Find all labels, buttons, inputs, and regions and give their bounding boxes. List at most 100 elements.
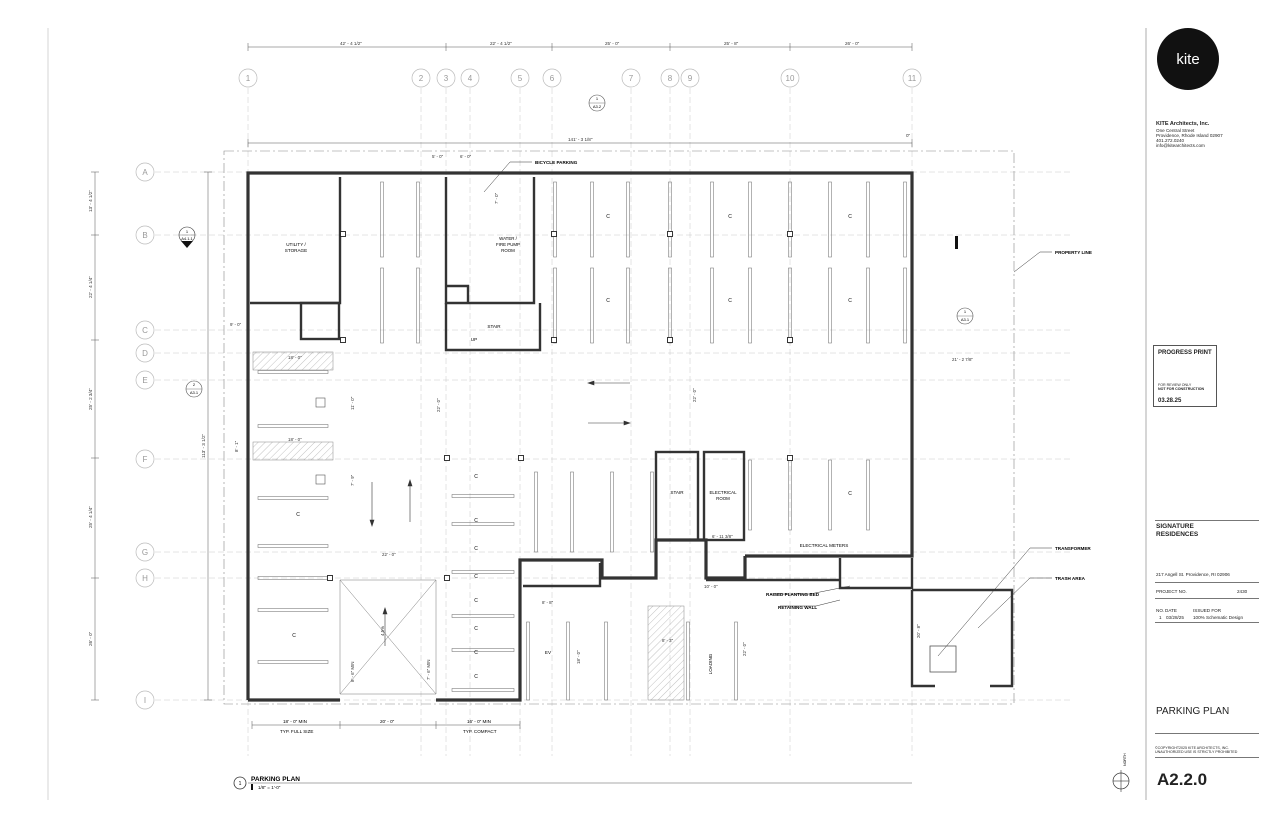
room-ev: EV	[545, 650, 552, 655]
left-dim-4: 25' - 4 1/4"	[88, 506, 93, 528]
section-cut-mark	[955, 236, 958, 249]
compact-stall-mark: C	[474, 626, 478, 632]
stall-divider	[570, 471, 574, 553]
stall-divider	[748, 181, 752, 258]
stall-divider	[828, 267, 832, 344]
issues-header-no: NO.	[1156, 608, 1165, 613]
col-grid-bubble	[436, 68, 456, 88]
firm-phone: 401.272.0240	[1156, 138, 1185, 143]
col-grid-bubble	[902, 68, 922, 88]
compact-stall-mark: C	[606, 298, 610, 304]
stall-divider	[553, 181, 557, 258]
callout-leaders	[483, 161, 1052, 657]
row-grid-bubble	[135, 370, 155, 390]
logo-text: kite	[1176, 50, 1200, 68]
stall-divider	[526, 621, 530, 701]
svg-text:1: 1	[596, 96, 599, 101]
stall-divider	[668, 181, 672, 258]
callout-bicycle: BICYCLE PARKING	[535, 160, 578, 165]
compact-stall-mark: C	[474, 518, 478, 524]
row-grid-bubble	[135, 162, 155, 182]
svg-text:1: 1	[186, 229, 189, 234]
top-dim-1: 42' - 4 1/2"	[340, 41, 362, 46]
structural-column	[787, 231, 793, 237]
callout-property-line: PROPERTY LINE	[1055, 250, 1092, 255]
callout-trash: TRASH AREA	[1055, 576, 1086, 581]
section-marker-left-2: 2 A3.1	[185, 380, 203, 398]
row-grid-bubble	[135, 568, 155, 588]
room-up: UP	[471, 337, 477, 342]
stamp-title: PROGRESS PRINT	[1158, 350, 1212, 356]
stall-divider	[416, 267, 420, 344]
stall-divider	[451, 614, 515, 618]
row-grid-label: C	[142, 326, 148, 335]
structural-column	[327, 575, 333, 581]
dim-20: 20' - 8"	[916, 624, 921, 638]
room-stair: STAIR	[487, 324, 501, 329]
room-electrical-2: ROOM	[716, 496, 730, 501]
project-address: 217 Angell St. Providence, RI 02906	[1156, 572, 1230, 577]
left-dimensions	[91, 171, 212, 701]
compact-stall-mark: C	[292, 633, 296, 639]
col-grid-bubble	[621, 68, 641, 88]
row-grid-label: F	[143, 455, 148, 464]
structural-column	[551, 231, 557, 237]
stall-divider	[828, 181, 832, 258]
compact-stall-mark: C	[728, 214, 732, 220]
col-grid-label: 1	[246, 74, 251, 83]
col-grid-bubble	[238, 68, 258, 88]
row-grid-label: D	[142, 349, 148, 358]
bottom-dim-1: 18' - 0" MIN	[283, 719, 307, 724]
misc-dims: 5' - 0" 6' - 0" 7' - 0" 18' - 0" 18' - 0…	[230, 154, 973, 682]
issue-row-desc: 100% Schematic Design	[1193, 615, 1244, 620]
left-dim-1: 13' - 4 1/2"	[88, 190, 93, 212]
top-dim-4: 25' - 8"	[724, 41, 739, 46]
svg-text:A3.1: A3.1	[961, 317, 970, 322]
stall-divider	[604, 621, 608, 701]
bottom-note-1: TYP. FULL SIZE	[280, 729, 313, 734]
col-grid-label: 4	[468, 74, 473, 83]
structural-column	[444, 575, 450, 581]
firm-address-1: One Central Street	[1156, 128, 1195, 133]
stall-divider	[788, 267, 792, 344]
compact-stall-mark: C	[474, 674, 478, 680]
left-dim-5: 26' - 0"	[88, 631, 93, 646]
svg-text:2: 2	[193, 382, 196, 387]
dim-18b: 18' - 0"	[288, 437, 302, 442]
stall-divider	[610, 471, 614, 553]
structural-column	[518, 455, 524, 461]
stall-divider	[650, 471, 654, 553]
top-dimensions	[247, 43, 913, 147]
stamp-note-2: NOT FOR CONSTRUCTION	[1158, 387, 1205, 391]
row-grid-bubble	[135, 343, 155, 363]
svg-text:A3.2: A3.2	[593, 104, 602, 109]
firm-email: info@kitearchitects.com	[1156, 143, 1205, 148]
stall-divider	[866, 267, 870, 344]
drawing-scale: 1/8" = 1'-0"	[258, 785, 281, 790]
col-grid-label: 6	[550, 74, 555, 83]
col-grid-label: 10	[786, 74, 795, 83]
top-dim-3: 25' - 0"	[605, 41, 620, 46]
stall-divider	[380, 181, 384, 258]
property-line	[223, 150, 1015, 705]
dim-5: 5' - 0"	[432, 154, 444, 159]
bicycle-hatch	[468, 287, 532, 301]
project-name-line2: RESIDENCES	[1156, 531, 1199, 538]
callout-transformer: TRANSFORMER	[1055, 546, 1091, 551]
dim-7b: 7' - 9"	[350, 474, 355, 486]
stall-divider	[866, 181, 870, 258]
svg-text:A3.1: A3.1	[190, 390, 199, 395]
stall-divider	[257, 544, 329, 548]
dim-22b: 22' - 0"	[692, 388, 697, 402]
rule-address	[1155, 582, 1259, 583]
firm-logo: kite	[1157, 28, 1219, 90]
dim-22c: 22' - 0"	[382, 552, 396, 557]
access-aisle-2	[252, 441, 334, 461]
left-dim-2: 22' - 4 1/4"	[88, 276, 93, 298]
stall-divider	[710, 267, 714, 344]
drawing-title: PARKING PLAN	[251, 776, 300, 783]
stall-divider	[257, 660, 329, 664]
compact-stall-mark: C	[474, 650, 478, 656]
dim-9: 9' - 0"	[230, 322, 242, 327]
stall-divider	[866, 459, 870, 531]
